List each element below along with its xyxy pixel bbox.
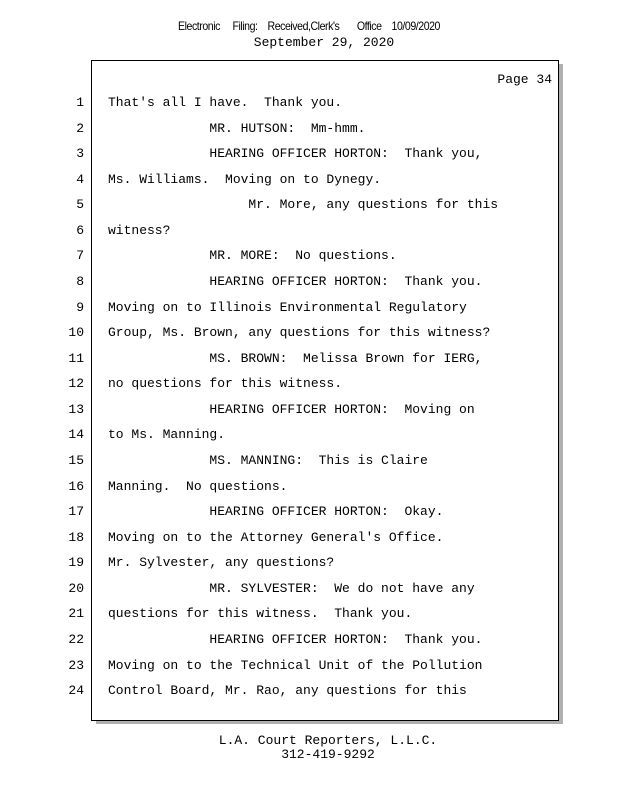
page-number: Page 34 [497, 72, 552, 87]
line-text: HEARING OFFICER HORTON: Moving on [108, 401, 475, 417]
line-number: 2 [76, 120, 84, 136]
line-number: 14 [68, 427, 84, 443]
line-number: 21 [68, 606, 84, 622]
line-text: HEARING OFFICER HORTON: Thank you, [108, 146, 483, 162]
line-text: witness? [108, 222, 171, 238]
footer-phone: 312-419-9292 [281, 747, 375, 762]
line-text: Mr. Sylvester, any questions? [108, 555, 335, 571]
line-number: 20 [68, 580, 84, 596]
line-number: 8 [76, 273, 84, 289]
line-text: MS. BROWN: Melissa Brown for IERG, [108, 350, 483, 366]
line-number: 18 [68, 529, 84, 545]
line-number: 11 [68, 350, 84, 366]
line-number: 24 [68, 683, 84, 699]
line-number: 23 [68, 657, 84, 673]
line-number: 16 [68, 478, 84, 494]
line-number: 15 [68, 452, 84, 468]
line-text: HEARING OFFICER HORTON: Thank you. [108, 273, 483, 289]
line-number: 9 [76, 299, 84, 315]
line-text: to Ms. Manning. [108, 427, 226, 443]
line-number: 13 [68, 401, 84, 417]
line-number: 1 [76, 95, 84, 110]
line-text: Control Board, Mr. Rao, any questions fo… [108, 683, 467, 699]
line-text: Moving on to the Technical Unit of the P… [108, 657, 483, 673]
line-text: MR. HUTSON: Mm-hmm. [108, 120, 366, 136]
line-text: Group, Ms. Brown, any questions for this… [108, 325, 491, 341]
line-text: MS. MANNING: This is Claire [108, 452, 428, 468]
line-text: Moving on to the Attorney General's Offi… [108, 529, 444, 545]
line-text: questions for this witness. Thank you. [108, 606, 413, 622]
line-text: HEARING OFFICER HORTON: Okay. [108, 504, 444, 520]
line-text: Ms. Williams. Moving on to Dynegy. [108, 171, 382, 187]
line-number: 22 [68, 631, 84, 647]
line-text: Mr. More, any questions for this [108, 197, 499, 213]
transcript-date: September 29, 2020 [253, 35, 395, 50]
line-text: MR. SYLVESTER: We do not have any [108, 580, 475, 596]
line-text: no questions for this witness. [108, 376, 343, 392]
line-number: 17 [68, 504, 84, 520]
line-number: 6 [76, 222, 84, 238]
line-text: HEARING OFFICER HORTON: Thank you. [108, 631, 483, 647]
filing-stamp: Electronic Filing: Received,Clerk's Offi… [178, 19, 440, 33]
footer-company: L.A. Court Reporters, L.L.C. [218, 733, 438, 748]
line-text: Manning. No questions. [108, 478, 288, 494]
line-number: 5 [76, 197, 84, 213]
line-number: 19 [68, 555, 84, 571]
line-number: 7 [76, 248, 84, 264]
line-text: That's all I have. Thank you. [108, 95, 343, 110]
line-number: 10 [68, 325, 84, 341]
line-number: 12 [68, 376, 84, 392]
line-number: 4 [76, 171, 84, 187]
line-number: 3 [76, 146, 84, 162]
transcript-page-box [91, 60, 559, 721]
line-text: Moving on to Illinois Environmental Regu… [108, 299, 467, 315]
line-text: MR. MORE: No questions. [108, 248, 397, 264]
